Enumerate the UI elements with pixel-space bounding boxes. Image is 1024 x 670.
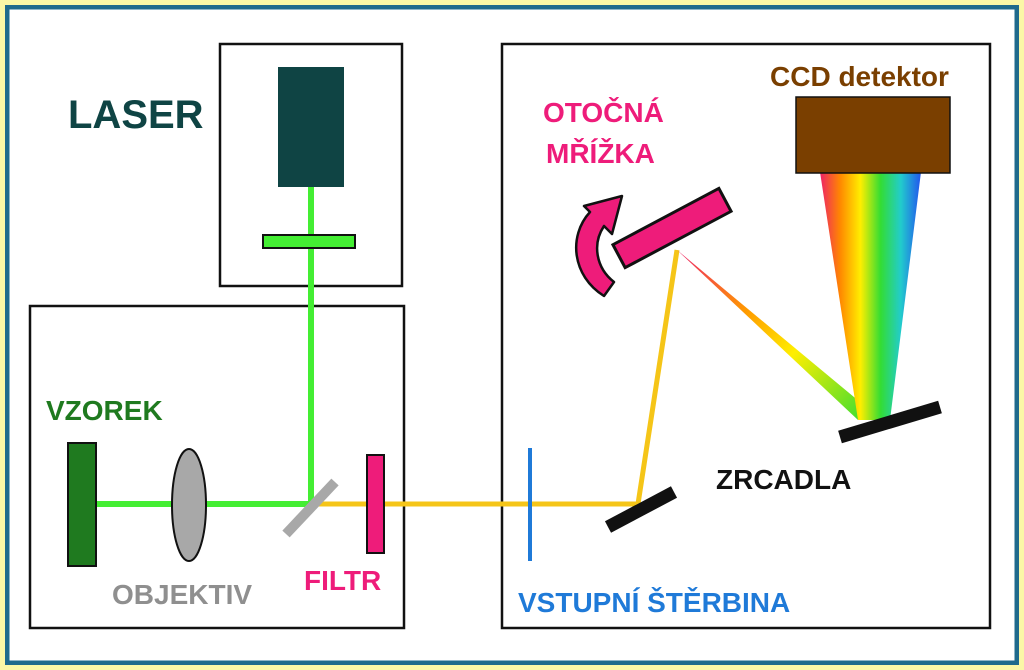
beam-splitter — [282, 478, 339, 538]
label-vstupni-sterbina: VSTUPNÍ ŠTĚRBINA — [518, 586, 790, 618]
label-vzorek: VZOREK — [46, 395, 163, 426]
label-ccd: CCD detektor — [770, 61, 949, 92]
laser-line-filter — [262, 234, 356, 249]
mirror-upper — [838, 400, 942, 444]
label-laser: LASER — [68, 93, 204, 137]
filter — [366, 454, 385, 554]
dispersed-beam-fan — [677, 250, 872, 420]
rotation-arrow-icon — [575, 194, 624, 298]
label-filtr: FILTR — [304, 565, 381, 596]
mirror-lower — [604, 486, 678, 533]
sample — [67, 442, 97, 567]
label-mrizka: MŘÍŽKA — [546, 138, 655, 169]
ccd-detector — [795, 96, 951, 174]
objective-lens — [171, 448, 207, 562]
spectrum-cone — [820, 172, 921, 420]
diffraction-grating — [610, 186, 734, 270]
label-otocna: OTOČNÁ — [543, 96, 664, 128]
label-zrcadla: ZRCADLA — [716, 464, 851, 495]
label-objektiv: OBJEKTIV — [112, 579, 252, 610]
laser-body — [278, 67, 344, 187]
